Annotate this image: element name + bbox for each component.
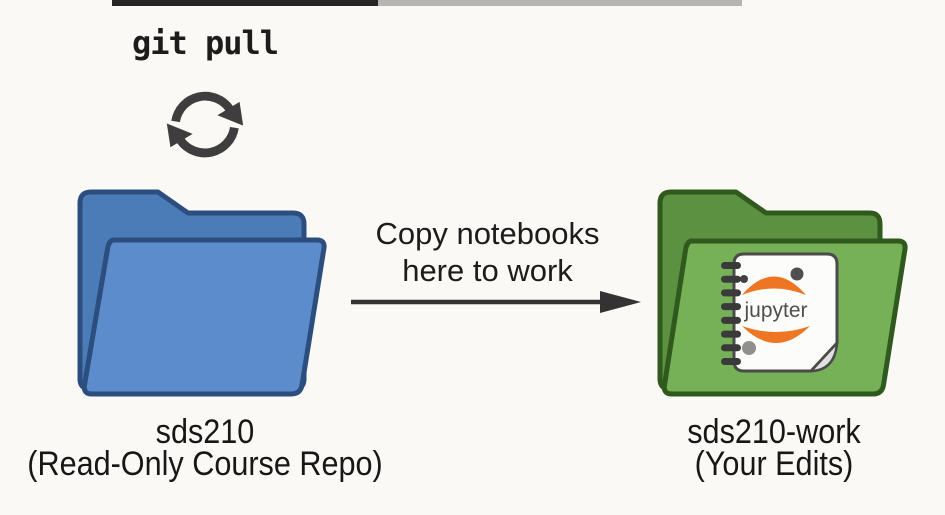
work-folder-description: (Your Edits) — [694, 445, 854, 483]
copy-instruction-line2: here to work — [402, 253, 573, 288]
jupyter-notebook-icon: jupyter — [716, 252, 842, 374]
transfer-arrow-icon — [350, 289, 642, 315]
jupyter-lower-crescent — [742, 326, 810, 343]
sync-icon — [153, 74, 257, 172]
jupyter-logo-text: jupyter — [743, 299, 807, 322]
sync-icon-bottom-arrow — [166, 123, 239, 158]
course-repo-name: sds210 — [155, 413, 255, 451]
work-folder-caption: sds210-work (Your Edits) — [629, 413, 919, 483]
git-pull-label: git pull — [131, 24, 279, 62]
notebook-fold-corner — [809, 341, 839, 373]
folder-front — [81, 237, 327, 397]
course-repo-caption: sds210 (Read-Only Course Repo) — [21, 413, 390, 483]
top-crop-bar — [112, 0, 378, 6]
copy-instruction-line1: Copy notebooks — [375, 216, 600, 251]
jupyter-dot-top-left — [740, 275, 748, 283]
course-repo-description: (Read-Only Course Repo) — [27, 445, 383, 483]
jupyter-dot-bottom-left — [742, 341, 756, 355]
course-repo-folder-icon — [68, 187, 330, 400]
jupyter-upper-crescent — [742, 276, 806, 295]
work-folder-name: sds210-work — [687, 413, 861, 451]
sync-icon-top-arrow — [171, 91, 244, 126]
copy-instruction-label: Copy notebooks here to work — [340, 215, 635, 289]
top-crop-bar-faint — [378, 0, 742, 6]
jupyter-dot-top-right — [790, 267, 804, 281]
notebook-spiral-binding — [721, 262, 741, 365]
